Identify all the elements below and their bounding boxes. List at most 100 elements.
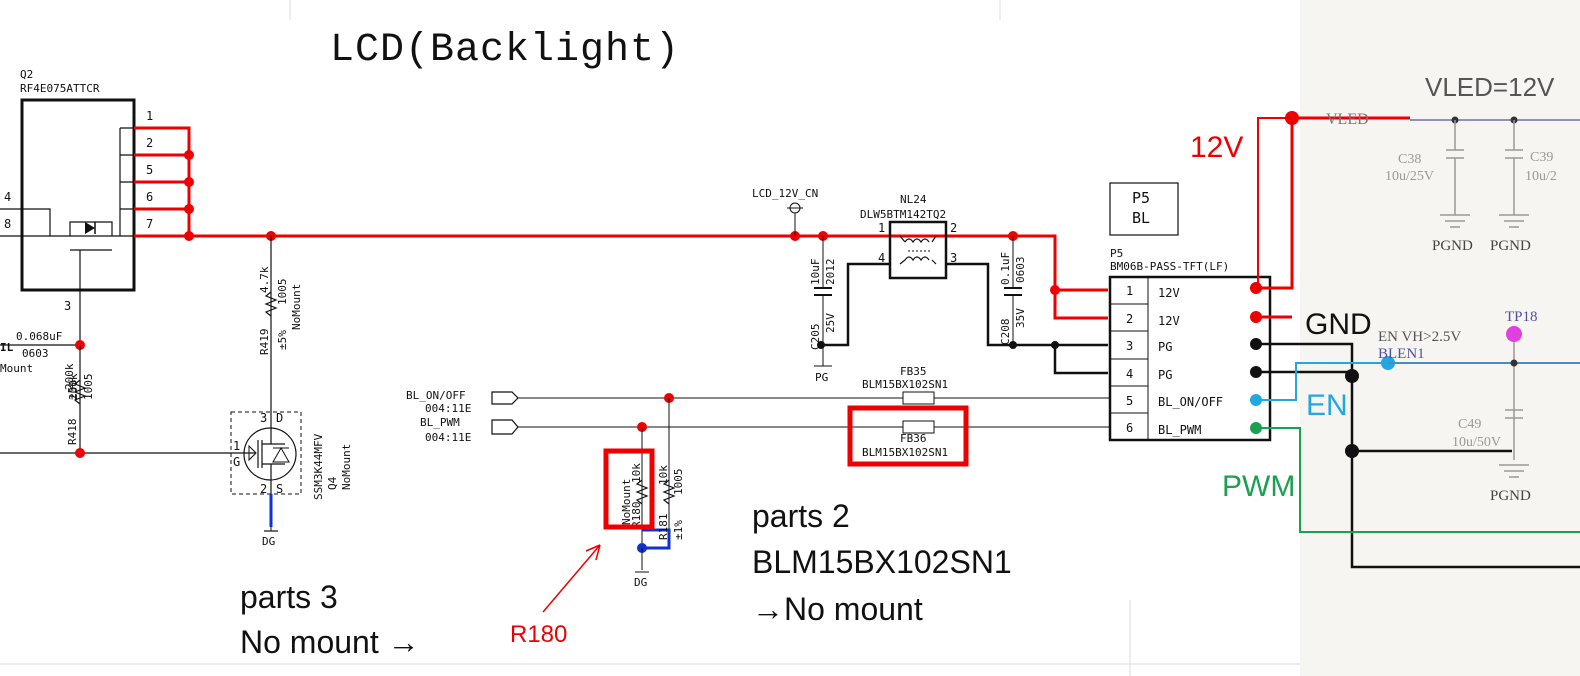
r181-value: 10k: [657, 465, 670, 485]
r418-value-label: 200k: [67, 373, 80, 400]
r418-value: 200k: [63, 363, 76, 390]
q2-pin-label: 4: [4, 190, 11, 204]
q4-note: NoMount: [340, 444, 353, 490]
nl24-pin-label: 1: [878, 221, 885, 235]
q2-pin-label: 5: [146, 163, 153, 177]
highlight-r180: [603, 448, 655, 530]
p5-ref: P5: [1110, 247, 1123, 260]
r419-note: NoMount: [290, 284, 303, 330]
q4-pin-label: 3: [260, 411, 267, 425]
r181-size: 1005: [672, 469, 685, 496]
c38-ref: C38: [1398, 152, 1421, 167]
c205-ref: C205: [809, 324, 822, 351]
p5-box-line1: P5: [1132, 189, 1150, 207]
c205-size: 2012: [824, 259, 837, 286]
c205-capacitor: 10uF 2012 C205 25V PG: [809, 236, 837, 384]
r180-ref-vertical: R180: [630, 502, 643, 529]
nl24-pin-label: 3: [950, 251, 957, 265]
q2-pin-label: 7: [146, 217, 153, 231]
p5-pin-name: PG: [1158, 340, 1172, 354]
q4-pin-label: S: [276, 482, 283, 496]
p5-pin-number: 3: [1126, 339, 1133, 353]
parts3-line1: parts 3: [240, 579, 338, 615]
en-vh-label: EN VH>2.5V: [1378, 329, 1461, 345]
lcd-12v-cn-testpoint: LCD_12V_CN: [752, 187, 818, 236]
p5-pin-number: 6: [1126, 421, 1133, 435]
r419-resistor: R419 4.7k ±5% 1005 NoMount: [258, 236, 303, 414]
r419-tol: ±5%: [276, 330, 289, 350]
p5-pin-name: BL_ON/OFF: [1158, 395, 1223, 409]
cap-left-note: Mount: [0, 362, 33, 375]
lcd-12v-cn-label: LCD_12V_CN: [752, 187, 818, 200]
nl24-pin-label: 2: [950, 221, 957, 235]
q4-mosfet: 3 D 1 G 2 S SSM3K44MFV Q4 NoMount DG: [230, 411, 353, 548]
dg-label-r180: DG: [634, 576, 647, 589]
p5-pin-name: BL_PWM: [1158, 423, 1201, 437]
blen-label: BLEN1: [1378, 346, 1425, 362]
nl24-pin-label: 4: [878, 251, 885, 265]
r180-note: NoMount: [620, 479, 633, 525]
p5-pin-name: PG: [1158, 368, 1172, 382]
net-12v-bus: [134, 126, 1108, 320]
dg-label-q4: DG: [262, 535, 275, 548]
c49-value: 10u/50V: [1452, 435, 1501, 450]
bl-onoff-ref: 004:11E: [425, 402, 471, 415]
nl24-part: DLW5BTM142TQ2: [860, 208, 946, 221]
q2-pin-label: 6: [146, 190, 153, 204]
highlight-fb36: [847, 405, 969, 467]
label-pwm: PWM: [1222, 470, 1295, 503]
parts2-line2: BLM15BX102SN1: [752, 544, 1012, 580]
c-left-and-r418: IL 0.068uF 0603 Mount R418 ±5% 200k 200k…: [0, 330, 237, 458]
q2-pin-label: 3: [64, 299, 71, 313]
c205-volt: 25V: [824, 313, 837, 333]
label-12v: 12V: [1190, 131, 1243, 164]
r419-size: 1005: [276, 279, 289, 306]
q4-pin-label: 1: [233, 439, 240, 453]
r181-tol: ±1%: [672, 520, 685, 540]
bl-signal-lines: BL_ON/OFF 004:11E BL_PWM 004:11E: [406, 389, 1110, 444]
page-title: LCD(Backlight): [330, 28, 680, 73]
c205-value: 10uF: [809, 259, 822, 286]
pgnd-3: PGND: [1490, 488, 1531, 504]
q4-pin-label: 2: [260, 482, 267, 496]
annotations: parts 3 No mount → parts 2 BLM15BX102SN1…: [240, 498, 1012, 660]
label-gnd: GND: [1305, 308, 1372, 341]
q4-ref: Q4: [326, 476, 339, 490]
q2-ref: Q2: [20, 68, 33, 81]
pg-label-c205: PG: [815, 371, 828, 384]
c39-value: 10u/2: [1525, 169, 1557, 184]
right-schematic: VLED=12V VLED C38 10u/25V C39 10u/2 PGND…: [1326, 72, 1580, 504]
r180-value: 10k: [630, 463, 643, 483]
p5-bl-label-box: P5 BL: [1109, 182, 1179, 236]
r180-arrow: R180: [510, 544, 601, 648]
parts2-line3: →No mount: [752, 591, 923, 627]
overlay-wiring: 12V GND EN PWM: [1190, 111, 1580, 569]
nl24-choke: NL24 DLW5BTM142TQ2 1 2 4 3: [821, 193, 1108, 375]
parts3-line2: No mount →: [240, 624, 420, 660]
r181-ref: R181: [657, 514, 670, 541]
grid-lines: [0, 0, 1300, 676]
bl-pwm-ref: 004:11E: [425, 431, 471, 444]
fb35-part: BLM15BX102SN1: [862, 378, 948, 391]
bl-pwm-name: BL_PWM: [420, 416, 460, 429]
vled-title: VLED=12V: [1425, 72, 1555, 102]
p5-pin-number: 1: [1126, 284, 1133, 298]
q2-part: RF4E075ATTCR: [20, 82, 100, 95]
r418-tol: ±5%: [66, 380, 79, 400]
p5-pin-name: 12V: [1158, 286, 1180, 300]
c208-size: 0603: [1014, 257, 1027, 284]
pgnd-1: PGND: [1432, 238, 1473, 254]
c39-ref: C39: [1530, 150, 1553, 165]
p5-connector: P5 BM06B-PASS-TFT(LF) 1 12V 2 12V 3 PG 4…: [1108, 247, 1272, 442]
cap-left-fragment: IL: [0, 341, 14, 354]
bl-onoff-name: BL_ON/OFF: [406, 389, 466, 402]
cap-left-size: 0603: [22, 347, 49, 360]
r419-value: 4.7k: [258, 266, 271, 293]
p5-pin-name: 12V: [1158, 314, 1180, 328]
right-panel: [1300, 0, 1580, 676]
c208-value: 0.1uF: [999, 252, 1012, 285]
r419-ref: R419: [258, 329, 271, 356]
p5-pin-number: 4: [1126, 367, 1133, 381]
q2-pin-label: 2: [146, 136, 153, 150]
